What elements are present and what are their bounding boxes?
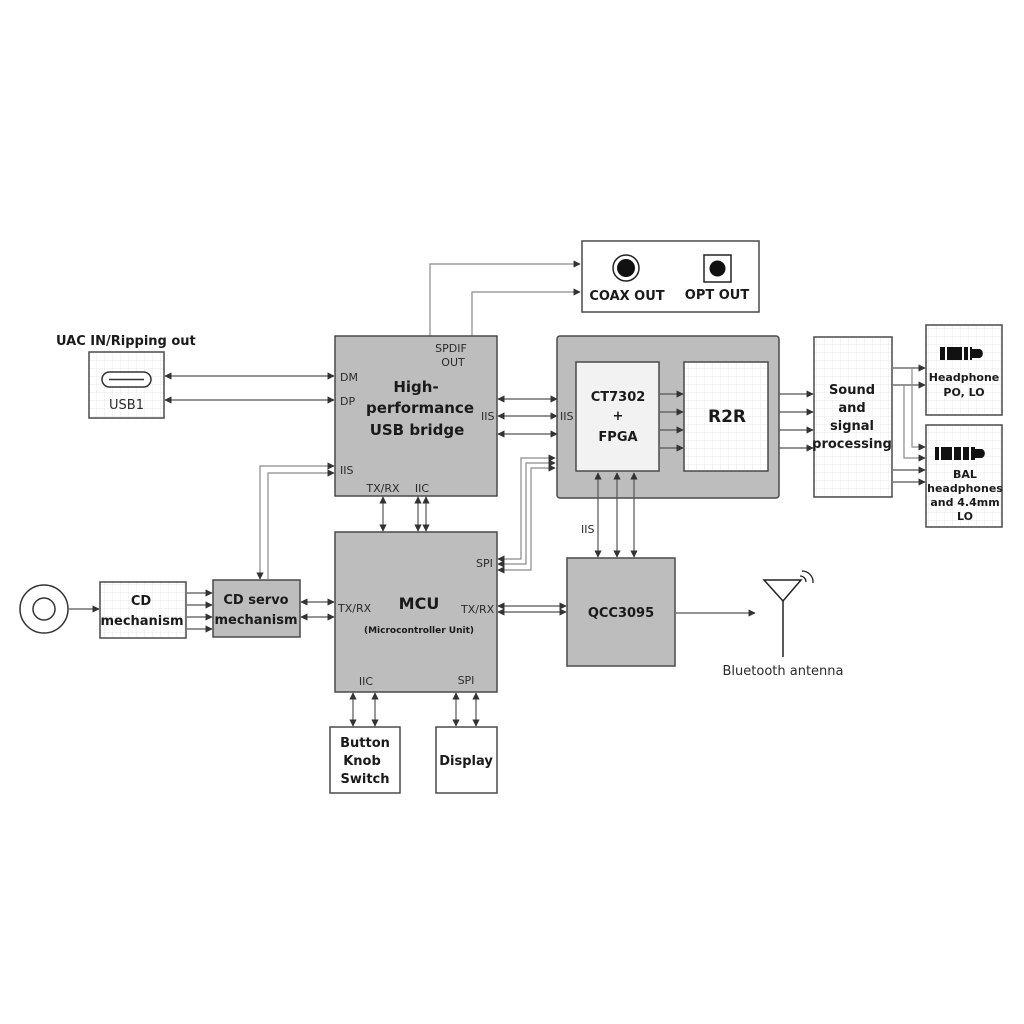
port-dp-label: DP (340, 395, 355, 408)
button-knob-switch-block: Button Knob Switch (329, 726, 401, 794)
cd-disc-icon (19, 584, 69, 634)
usb-bridge-title-1: High- (393, 378, 438, 396)
display-label: Display (439, 754, 493, 769)
port-spdif-out-label: OUT (441, 356, 465, 369)
processing-label-1: Sound (829, 383, 875, 398)
wires-processing-to-outputs (893, 364, 926, 486)
processing-label-4: processing (812, 437, 892, 452)
cd-servo-label-2: mechanism (214, 613, 297, 628)
plus-label: + (613, 409, 624, 424)
qcc3095-label: QCC3095 (588, 606, 654, 621)
port-iis-right-label: IIS (481, 410, 494, 423)
mcu-port-spi-right-label: SPI (476, 557, 493, 570)
port-dm-label: DM (340, 371, 358, 384)
cd-mechanism-label-1: CD (131, 594, 152, 609)
switch-label: Switch (340, 772, 389, 787)
qcc3095-block: QCC3095 (566, 557, 676, 667)
bluetooth-antenna-icon (762, 570, 814, 657)
wire-spi-fpga-2 (497, 459, 556, 568)
cd-mechanism-block: CD mechanism (99, 581, 187, 639)
button-label: Button (340, 736, 390, 751)
wire-spdif-coax (429, 260, 581, 336)
r2r-block (683, 361, 769, 472)
wire-servo-iis-2 (267, 469, 335, 579)
mcu-port-spi-label: SPI (458, 674, 475, 687)
usb-bridge-title-3: USB bridge (370, 421, 465, 439)
headphone-label-1: Headphone (929, 371, 1000, 384)
balanced-jack-icon (935, 447, 985, 460)
usb-bridge-block: SPDIF OUT DM DP High- performance USB br… (334, 335, 498, 497)
wires-cd-to-servo (187, 589, 213, 633)
knob-label: Knob (343, 754, 381, 769)
bal-label-3: and 4.4mm (930, 496, 999, 509)
port-spdif-label: SPDIF (435, 342, 467, 355)
display-block: Display (435, 726, 498, 794)
processing-label-3: signal (830, 419, 874, 434)
opt-out-label: OPT OUT (685, 288, 750, 303)
bluetooth-antenna-label: Bluetooth antenna (723, 664, 844, 679)
r2r-label: R2R (708, 407, 746, 427)
spdif-output-block: COAX OUT OPT OUT (581, 240, 760, 313)
wires-fpga-to-r2r (660, 390, 684, 452)
port-txrx-label: TX/RX (365, 482, 400, 495)
bal-label-4: LO (957, 510, 973, 523)
port-iis-left-label: IIS (340, 464, 353, 477)
headphone-label-2: PO, LO (943, 386, 984, 399)
processing-label-2: and (838, 401, 865, 416)
mcu-port-txrx-right-label: TX/RX (460, 603, 495, 616)
dac-module-block: IIS CT7302 + FPGA R2R (556, 335, 780, 499)
ct7302-label: CT7302 (591, 390, 646, 405)
usb1-label: USB1 (109, 398, 144, 413)
bal-headphones-block: BAL headphones and 4.4mm LO (925, 424, 1003, 528)
coax-out-label: COAX OUT (589, 289, 664, 304)
bal-label-2: headphones (927, 482, 1003, 495)
headphone-jack-icon (940, 347, 983, 360)
cd-servo-label-1: CD servo (223, 593, 288, 608)
fpga-label: FPGA (598, 430, 637, 445)
wire-spi-fpga-3 (497, 464, 556, 574)
wires-dac-to-processing (779, 390, 814, 452)
cd-servo-block: CD servo mechanism (212, 579, 301, 638)
mcu-port-txrx-left-label: TX/RX (337, 602, 372, 615)
optical-jack-icon (703, 254, 732, 283)
wire-servo-iis-1 (256, 462, 335, 580)
qcc-iis-label: IIS (581, 523, 594, 536)
bal-label-1: BAL (953, 468, 977, 481)
mcu-title: MCU (399, 594, 440, 613)
headphone-po-block: Headphone PO, LO (925, 324, 1003, 416)
wire-spdif-opt (471, 288, 581, 336)
mcu-block: SPI MCU TX/RX TX/RX (Microcontroller Uni… (334, 531, 498, 693)
mcu-port-iic-label: IIC (359, 675, 373, 688)
sound-processing-block: Sound and signal processing (812, 336, 893, 498)
cd-mechanism-label-2: mechanism (100, 614, 183, 629)
usb1-block: USB1 (88, 351, 165, 419)
usb-bridge-title-2: performance (366, 399, 474, 417)
ct7302-fpga-block (575, 361, 660, 472)
dac-iis-port-label: IIS (560, 410, 573, 423)
usb-header-label: UAC IN/Ripping out (56, 334, 196, 349)
port-iic-label: IIC (415, 482, 429, 495)
mcu-subtitle: (Microcontroller Unit) (364, 626, 474, 636)
